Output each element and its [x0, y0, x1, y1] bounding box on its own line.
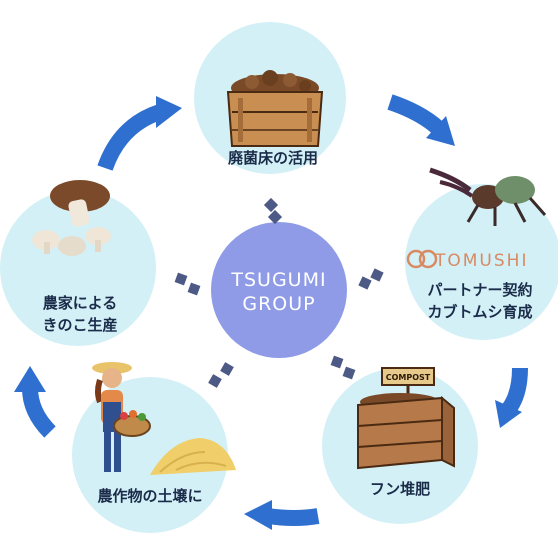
arrow-bottom-right-to-bottom-left [244, 500, 320, 530]
arrow-right-to-bottom-right [495, 367, 528, 428]
node-label-right-line1: パートナー契約 [427, 281, 533, 299]
node-circle-left [0, 190, 156, 346]
node-label-bottom-right: フン堆肥 [369, 480, 431, 498]
node-label-top: 廃菌床の活用 [227, 149, 318, 167]
center-title-line1: TSUGUMI [231, 269, 327, 291]
center-title: TSUGUMI GROUP [210, 268, 348, 316]
mushroom-illustration [32, 180, 111, 256]
beetle-illustration [429, 167, 547, 226]
arrow-left-to-top [97, 96, 182, 171]
compost-sign-label: COMPOST [386, 373, 431, 382]
center-circle [211, 222, 347, 358]
node-label-left: 農家による きのこ生産 [25, 292, 135, 336]
substrate-tray-illustration [226, 70, 324, 147]
farmer-illustration [92, 362, 151, 472]
node-circle-right [405, 184, 558, 340]
hay-pile-illustration [150, 438, 236, 475]
connector-bottom-left [208, 362, 234, 388]
connector-right [358, 268, 384, 290]
connector-top [263, 197, 283, 225]
tomushi-logo-icon [406, 249, 438, 269]
tomushi-brand-label: TOMUSHI [435, 251, 529, 271]
node-label-left-line2: きのこ生産 [42, 316, 118, 334]
connector-bottom-right [330, 355, 356, 380]
compost-crate-illustration [357, 367, 455, 470]
node-label-bottom-left: 農作物の土壌に [97, 487, 203, 505]
arrow-bottom-left-to-left [14, 366, 56, 438]
center-title-line2: GROUP [242, 293, 316, 315]
node-label-right: パートナー契約 カブトムシ育成 [410, 279, 550, 323]
arrow-top-to-right [387, 94, 455, 146]
node-label-left-line1: 農家による [42, 294, 118, 312]
connector-left [174, 272, 201, 296]
node-label-right-line2: カブトムシ育成 [427, 303, 533, 321]
